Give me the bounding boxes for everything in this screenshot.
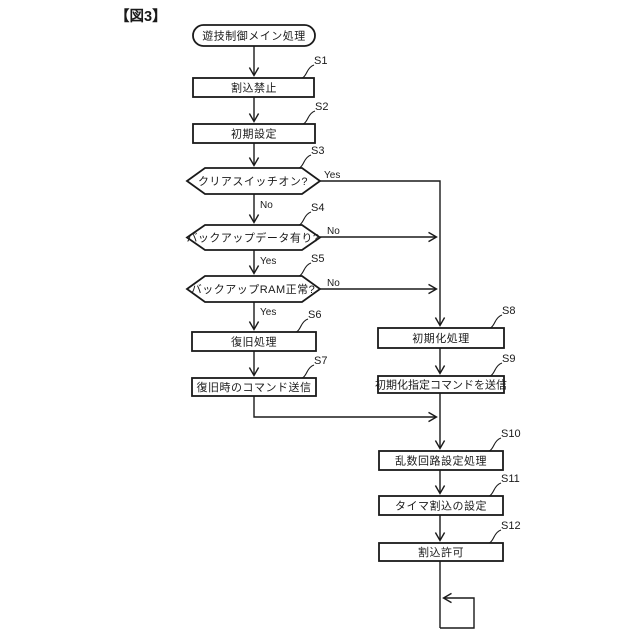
- step-label-s7: S7: [314, 355, 327, 367]
- figure-label: 【図3】: [115, 8, 167, 25]
- leader-s11: [482, 482, 502, 498]
- leader-s1: [295, 64, 315, 80]
- node-s5: バックアップRAM正常?: [185, 275, 322, 303]
- step-label-s4: S4: [311, 202, 324, 214]
- branch-label-s4-no: No: [327, 226, 340, 237]
- step-label-s10: S10: [501, 428, 521, 440]
- s9-label: 初期化指定コマンドを送信: [375, 378, 507, 392]
- flow-edges: [248, 46, 475, 629]
- step-label-s5: S5: [311, 253, 324, 265]
- step-label-s9: S9: [502, 353, 515, 365]
- s1-process-shape: [192, 77, 315, 98]
- node-s7: 復旧時のコマンド送信: [191, 377, 317, 397]
- s4-label: バックアップデータ有り?: [186, 231, 319, 245]
- start-terminal-shape: [192, 24, 316, 47]
- s5-label: バックアップRAM正常?: [191, 283, 316, 296]
- leader-s3: [292, 154, 312, 170]
- s11-label: タイマ割込の設定: [395, 499, 487, 513]
- leader-s5: [292, 262, 312, 278]
- s12-label: 割込許可: [418, 545, 464, 559]
- branch-label-s3-yes: Yes: [324, 170, 340, 181]
- s8-label: 初期化処理: [412, 331, 470, 345]
- s7-label: 復旧時のコマンド送信: [197, 380, 312, 394]
- node-s2: 初期設定: [192, 123, 316, 144]
- s3-label: クリアスイッチオン?: [198, 175, 308, 188]
- s12-process-shape: [378, 542, 504, 562]
- s2-process-shape: [192, 123, 316, 144]
- node-s6: 復旧処理: [191, 331, 317, 352]
- step-labels: S1 S2 S3 S4 S5 S6 S7 S8 S9 S10 S11 S12: [308, 55, 521, 532]
- step-label-s12: S12: [501, 520, 521, 532]
- leader-s7: [295, 364, 315, 380]
- s11-process-shape: [378, 495, 504, 516]
- s3-decision-shape: [185, 167, 322, 195]
- s10-process-shape: [378, 450, 504, 471]
- leader-s8: [483, 314, 503, 330]
- step-label-s11: S11: [501, 473, 520, 485]
- s8-process-shape: [377, 327, 505, 349]
- step-leaders: [289, 64, 503, 545]
- branch-label-s5-no: No: [327, 278, 340, 289]
- step-label-s1: S1: [314, 55, 327, 67]
- s7-process-shape: [191, 377, 317, 397]
- leader-s2: [296, 110, 316, 126]
- s4-decision-shape: [185, 224, 322, 251]
- branch-labels: Yes No No Yes No Yes: [260, 170, 340, 318]
- node-s3: クリアスイッチオン?: [185, 167, 322, 195]
- step-label-s8: S8: [502, 305, 515, 317]
- step-label-s6: S6: [308, 309, 321, 321]
- s1-label: 割込禁止: [231, 81, 277, 95]
- branch-label-s5-yes: Yes: [260, 307, 276, 318]
- s10-label: 乱数回路設定処理: [395, 454, 487, 468]
- start-terminal-label: 遊技制御メイン処理: [202, 29, 306, 43]
- step-label-s3: S3: [311, 145, 324, 157]
- s5-decision-shape: [185, 275, 322, 303]
- s2-label: 初期設定: [231, 127, 277, 141]
- node-s9: 初期化指定コマンドを送信: [375, 375, 507, 394]
- leader-s12: [482, 529, 502, 545]
- node-s8: 初期化処理: [377, 327, 505, 349]
- leader-s6: [289, 318, 309, 334]
- branch-label-s4-yes: Yes: [260, 256, 276, 267]
- s9-process-shape: [377, 375, 505, 394]
- edge-s3-s8-yes: [320, 180, 446, 327]
- node-s4: バックアップデータ有り?: [185, 224, 322, 251]
- s6-label: 復旧処理: [231, 336, 277, 349]
- leader-s10: [482, 437, 502, 453]
- edge-endless-loop: [440, 592, 475, 629]
- node-start: 遊技制御メイン処理: [192, 24, 316, 47]
- edge-s7-merge: [253, 396, 438, 423]
- node-s1: 割込禁止: [192, 77, 315, 98]
- branch-label-s3-no: No: [260, 200, 273, 211]
- leader-s9: [483, 362, 503, 378]
- node-s10: 乱数回路設定処理: [378, 450, 504, 471]
- node-s11: タイマ割込の設定: [378, 495, 504, 516]
- node-s12: 割込許可: [378, 542, 504, 562]
- s6-process-shape: [191, 331, 317, 352]
- leader-s4: [292, 211, 312, 227]
- step-label-s2: S2: [315, 101, 328, 113]
